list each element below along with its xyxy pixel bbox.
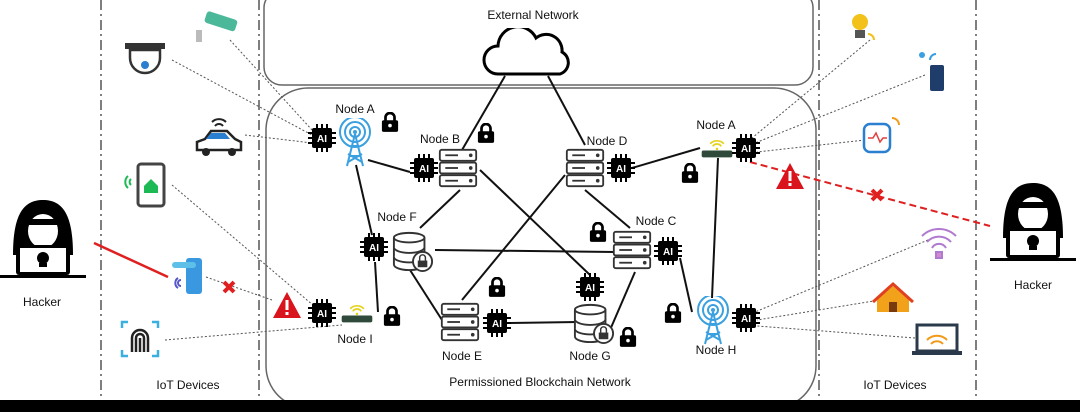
warning-icon xyxy=(776,163,804,189)
dome-camera-icon xyxy=(125,43,165,75)
ai-chip-icon: AI xyxy=(410,154,438,182)
lock-icon xyxy=(619,327,637,347)
attack-line-left xyxy=(93,241,169,279)
smartwatch-icon xyxy=(862,117,900,154)
node-g-database-icon xyxy=(573,303,615,344)
external-network-label: External Network xyxy=(487,8,579,22)
cloud-icon xyxy=(482,28,570,76)
ai-chip-label: AI xyxy=(317,309,327,320)
connected-car-icon xyxy=(195,118,243,156)
node-e-label: Node E xyxy=(442,349,482,363)
bottom-bar xyxy=(0,400,1080,412)
iot-devices-left-label: IoT Devices xyxy=(156,378,219,392)
ai-chip-label: AI xyxy=(741,314,751,325)
ai-chips: AI AI AI AI AI AI AI AI AI AI xyxy=(308,124,760,337)
wifi-sensor-icon xyxy=(921,227,957,259)
node-f-label: Node F xyxy=(377,210,416,224)
fingerprint-scanner-icon xyxy=(120,320,160,358)
hacker-icon xyxy=(990,183,1076,261)
external-network-box xyxy=(263,0,814,86)
hacker-icon xyxy=(0,200,86,278)
iot-links xyxy=(164,39,929,341)
node-b-label: Node B xyxy=(420,132,460,146)
lock-icon xyxy=(477,123,495,143)
node-a-tower-icon xyxy=(339,118,371,167)
lock-icon xyxy=(488,277,506,297)
node-a-right-label: Node A xyxy=(696,118,735,132)
lock-icon xyxy=(664,303,682,323)
ai-chip-label: AI xyxy=(616,164,626,175)
ai-chip-icon: AI xyxy=(607,154,635,182)
node-i-router-icon xyxy=(340,304,374,324)
hacker-right-label: Hacker xyxy=(1014,278,1052,292)
lock-icon xyxy=(381,112,399,132)
ai-chip-icon: AI xyxy=(732,304,760,332)
iot-devices-right-label: IoT Devices xyxy=(863,378,926,392)
attack-line-right xyxy=(749,161,991,227)
blocked-x-icon xyxy=(222,280,236,294)
node-e-server-icon xyxy=(440,302,480,342)
ai-chip-icon: AI xyxy=(576,273,604,301)
node-g-label: Node G xyxy=(569,349,610,363)
lock-icon xyxy=(383,306,401,326)
ai-chip-icon: AI xyxy=(483,309,511,337)
cctv-camera-icon xyxy=(196,11,238,42)
warning-icon xyxy=(273,292,301,318)
node-h-tower-icon xyxy=(697,296,729,345)
node-a-right-router-icon xyxy=(700,139,734,159)
laptop-wifi-icon xyxy=(912,323,962,355)
node-i-label: Node I xyxy=(337,332,372,346)
node-d-server-icon xyxy=(565,148,605,188)
node-h-label: Node H xyxy=(696,343,737,357)
ai-chip-icon: AI xyxy=(654,237,682,265)
node-c-server-icon xyxy=(612,230,652,270)
hacker-left-label: Hacker xyxy=(23,295,61,309)
ai-chip-icon: AI xyxy=(308,299,336,327)
blockchain-network-box xyxy=(265,87,817,409)
ai-chip-label: AI xyxy=(369,243,379,254)
ai-chip-icon: AI xyxy=(360,233,388,261)
node-a-label: Node A xyxy=(335,102,374,116)
lock-icon xyxy=(681,163,699,183)
smart-home-phone-icon xyxy=(124,162,166,208)
smart-bulb-icon xyxy=(852,14,875,41)
network-links xyxy=(355,75,719,331)
lock-icon xyxy=(589,222,607,242)
node-c-label: Node C xyxy=(636,214,677,228)
ai-chip-label: AI xyxy=(663,247,673,258)
locks xyxy=(381,112,699,347)
ai-chip-label: AI xyxy=(585,283,595,294)
ai-chip-icon: AI xyxy=(308,124,336,152)
node-d-label: Node D xyxy=(587,134,628,148)
ai-chip-icon: AI xyxy=(732,134,760,162)
node-f-database-icon xyxy=(392,231,434,272)
sensor-device-icon xyxy=(919,52,944,91)
ai-chip-label: AI xyxy=(419,164,429,175)
blockchain-network-label: Permissioned Blockchain Network xyxy=(449,375,631,389)
smart-home-icon xyxy=(871,281,915,312)
node-b-server-icon xyxy=(438,148,478,188)
smart-lock-icon xyxy=(172,258,202,294)
ai-chip-label: AI xyxy=(492,319,502,330)
ai-chip-label: AI xyxy=(741,144,751,155)
ai-chip-label: AI xyxy=(317,134,327,145)
